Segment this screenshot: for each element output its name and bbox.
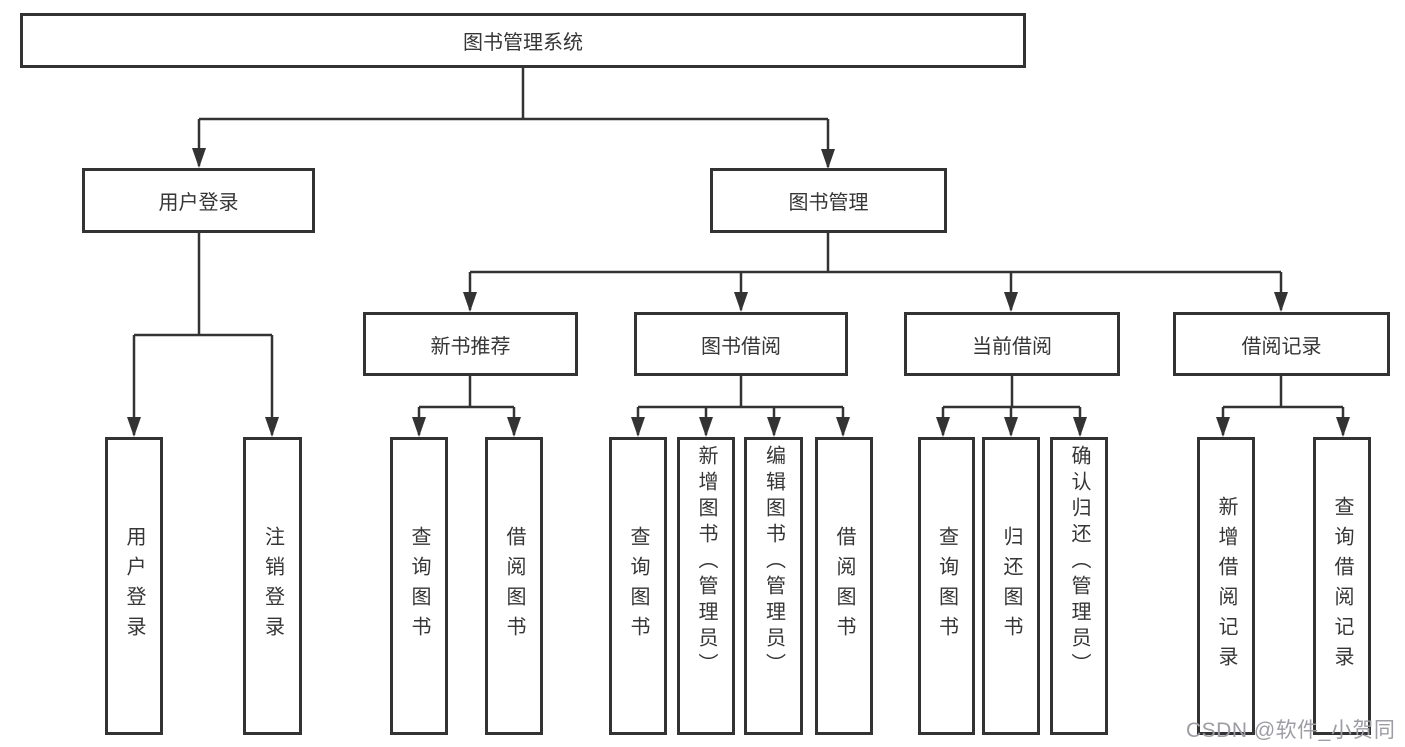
node-current-borrowing: 当前借阅 xyxy=(904,312,1120,376)
leaf-edit-books-admin: 编辑图书（管理员） xyxy=(744,437,803,735)
node-label: 图书借阅 xyxy=(701,335,781,358)
leaf-borrowing-query-books: 查询图书 xyxy=(609,437,667,735)
leaf-label: 用户登录 xyxy=(123,526,145,646)
connector-new-book-recommend-children xyxy=(412,376,521,437)
leaf-add-books-admin: 新增图书（管理员） xyxy=(677,437,735,735)
leaf-user-login: 用户登录 xyxy=(105,437,163,735)
connector-book-management-sections xyxy=(463,233,1288,312)
node-book-management-branch: 图书管理 xyxy=(710,168,947,233)
leaf-current-query-books: 查询图书 xyxy=(918,437,975,735)
connector-current-borrowing-children xyxy=(936,376,1087,437)
leaf-label: 确认归还（管理员） xyxy=(1068,445,1090,679)
leaf-query-borrow-record: 查询借阅记录 xyxy=(1313,437,1371,735)
leaf-label: 新增图书（管理员） xyxy=(695,445,717,679)
leaf-add-borrow-record: 新增借阅记录 xyxy=(1197,437,1255,735)
connector-book-borrowing-children xyxy=(631,376,850,437)
leaf-label: 编辑图书（管理员） xyxy=(762,445,785,679)
node-user-login-branch: 用户登录 xyxy=(82,168,315,233)
node-label: 图书管理系统 xyxy=(463,32,583,54)
leaf-return-books: 归还图书 xyxy=(982,437,1040,735)
leaf-logout: 注销登录 xyxy=(243,437,302,735)
node-label: 图书管理 xyxy=(788,192,869,214)
connector-root-to-branches xyxy=(192,68,835,169)
leaf-label: 查询借阅记录 xyxy=(1331,496,1353,676)
leaf-label: 借阅图书 xyxy=(833,526,855,646)
leaf-label: 查询图书 xyxy=(408,526,430,646)
node-label: 新书推荐 xyxy=(430,335,511,358)
connector-borrowing-records-children xyxy=(1216,376,1350,437)
leaf-label: 借阅图书 xyxy=(503,526,525,646)
csdn-watermark: CSDN @软件_小贺同学 xyxy=(1186,719,1396,742)
leaf-recommend-query-books: 查询图书 xyxy=(390,437,448,735)
leaf-label: 注销登录 xyxy=(261,526,284,646)
leaf-label: 查询图书 xyxy=(627,526,649,646)
leaf-label: 新增借阅记录 xyxy=(1215,496,1237,676)
node-new-book-recommend: 新书推荐 xyxy=(363,312,578,376)
node-label: 当前借阅 xyxy=(972,335,1052,358)
leaf-label: 归还图书 xyxy=(1000,526,1022,646)
leaf-borrowing-borrow-books: 借阅图书 xyxy=(815,437,873,735)
node-book-borrowing: 图书借阅 xyxy=(634,312,848,376)
connector-user-login-children xyxy=(127,232,279,437)
leaf-recommend-borrow-books: 借阅图书 xyxy=(485,437,543,735)
node-system-root: 图书管理系统 xyxy=(20,13,1026,68)
leaf-label: 查询图书 xyxy=(935,526,958,646)
node-label: 用户登录 xyxy=(158,192,239,214)
node-borrowing-records: 借阅记录 xyxy=(1173,312,1390,376)
node-label: 借阅记录 xyxy=(1241,335,1322,358)
leaf-confirm-return-admin: 确认归还（管理员） xyxy=(1050,437,1108,735)
